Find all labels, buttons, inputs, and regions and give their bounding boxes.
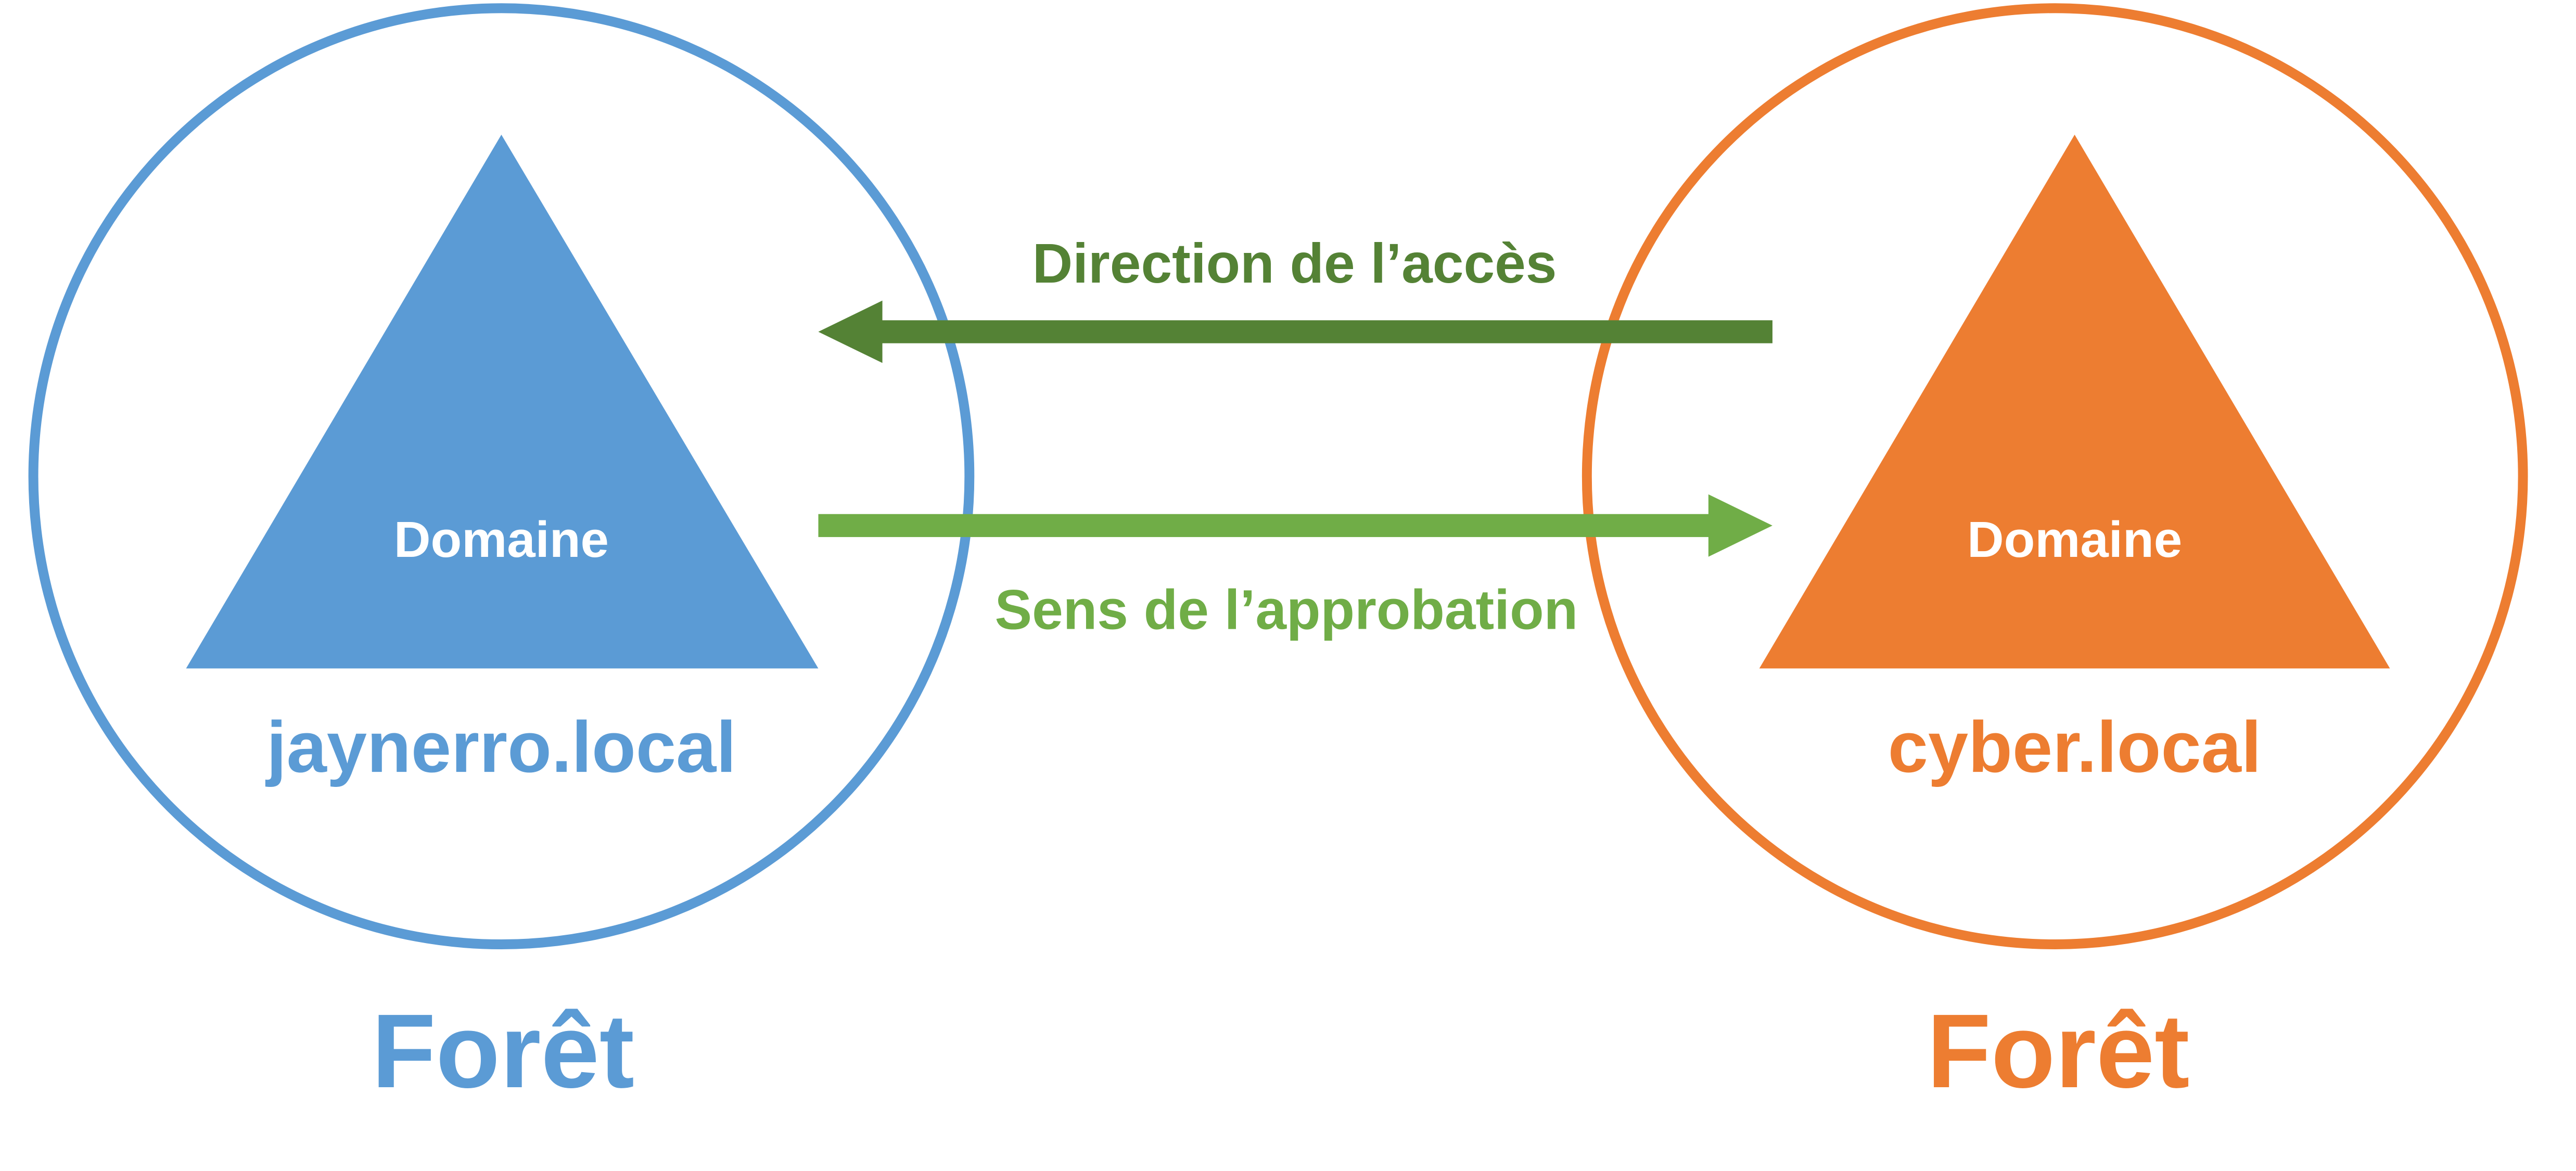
trust-arrow-head bbox=[1708, 494, 1772, 557]
left-forest-label: Forêt bbox=[372, 992, 634, 1110]
right-forest: Domaine cyber.local Forêt bbox=[1582, 3, 2528, 1110]
left-forest: Domaine jaynerro.local Forêt bbox=[28, 3, 975, 1110]
trust-arrow-shaft bbox=[818, 514, 1712, 537]
access-arrow-head bbox=[818, 300, 883, 363]
left-domain-triangle bbox=[186, 134, 819, 669]
left-domain-label: Domaine bbox=[394, 511, 609, 568]
right-forest-circle bbox=[1582, 3, 2528, 949]
left-domain-name: jaynerro.local bbox=[265, 707, 736, 787]
right-domain-triangle bbox=[1759, 134, 2390, 669]
trust-direction-arrow: Sens de l’approbation bbox=[818, 494, 1772, 641]
access-arrow-shaft bbox=[879, 320, 1772, 343]
left-forest-circle bbox=[28, 3, 975, 949]
trust-direction-label: Sens de l’approbation bbox=[995, 579, 1578, 641]
right-forest-label: Forêt bbox=[1927, 992, 2190, 1110]
right-domain-name: cyber.local bbox=[1888, 707, 2262, 787]
right-domain-label: Domaine bbox=[1967, 511, 2182, 568]
access-direction-arrow: Direction de l’accès bbox=[818, 232, 1772, 363]
access-direction-label: Direction de l’accès bbox=[1032, 232, 1557, 295]
